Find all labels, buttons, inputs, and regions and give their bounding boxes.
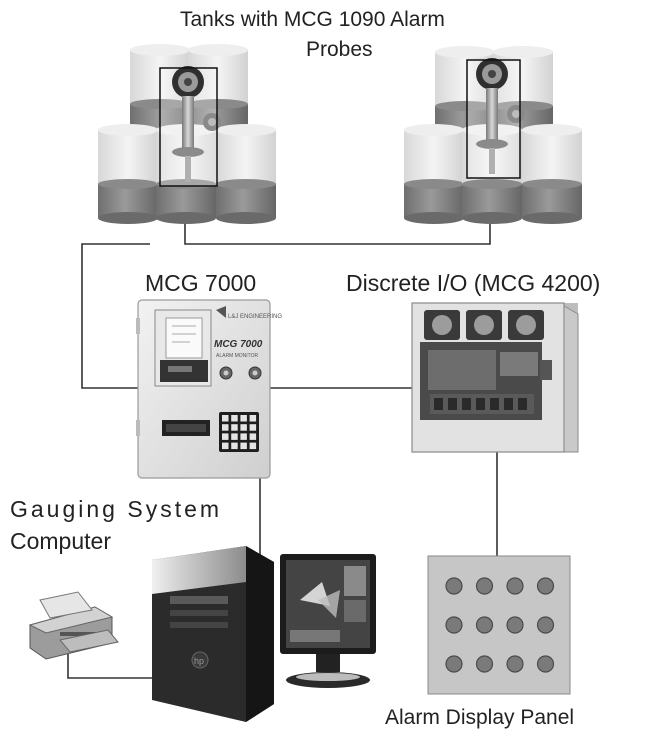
keypad-key [231, 442, 238, 450]
alarm-lamp-icon [445, 616, 463, 634]
probe-highlight-box [159, 67, 218, 187]
circuit-chip [504, 398, 513, 410]
alarm-display-panel [427, 555, 571, 695]
left-tank-cluster [98, 44, 276, 224]
keypad-key [249, 433, 257, 440]
circuit-chip [462, 398, 471, 410]
alarm-lamp-icon [506, 655, 524, 673]
keypad-key [240, 433, 247, 440]
alarm-lamp-icon [475, 655, 494, 673]
alarm-lamp-icon [536, 655, 555, 673]
keypad-key [249, 424, 257, 431]
circuit-chip [476, 398, 485, 410]
keypad-key [231, 433, 238, 440]
keypad [219, 412, 259, 452]
alarm-lamp-icon [475, 577, 494, 595]
terminal-blocks [424, 310, 544, 340]
tank [404, 124, 464, 224]
keypad-key [249, 442, 257, 450]
circuit-chip [490, 398, 499, 410]
alarm-lamp-icon [445, 655, 463, 673]
keypad-key [240, 424, 247, 431]
alarm-lamp-icon [475, 616, 494, 634]
keypad-key [240, 442, 247, 450]
keypad-key [222, 415, 229, 422]
printer [28, 591, 119, 660]
tanks-to-mcg7000-line [81, 243, 150, 389]
tanks-title-line2: Probes [306, 38, 373, 61]
alarm-lamp-icon [445, 577, 463, 595]
svg-text:hp: hp [194, 656, 204, 666]
computer-label: Computer [10, 528, 111, 554]
dio-enclosure [411, 302, 579, 453]
right-tank-cluster [404, 46, 582, 224]
model-text: MCG 7000 [214, 339, 263, 350]
brand-text: L&J ENGINEERING [228, 314, 282, 320]
model-sub-text: ALARM MONITOR [216, 353, 259, 359]
circuit-chip [518, 398, 527, 410]
keypad-key [222, 424, 229, 431]
keypad-key [222, 442, 229, 450]
tank [522, 124, 582, 224]
circuit-chip [434, 398, 443, 410]
connection-lines [67, 220, 498, 679]
circuit-chip [448, 398, 457, 410]
monitor [280, 554, 376, 688]
keypad-key [249, 415, 257, 422]
alarm-lamp-icon [536, 577, 555, 595]
keypad-key [222, 433, 229, 440]
gauging-system-label: Gauging System [10, 496, 223, 522]
tank [98, 124, 158, 224]
tanks-title-line1: Tanks with MCG 1090 Alarm [180, 8, 445, 31]
alarm-lamp-icon [506, 577, 524, 595]
mcg7000-label: MCG 7000 [145, 270, 257, 296]
alarm-lamp-icon [536, 616, 555, 634]
discrete-io-label: Discrete I/O (MCG 4200) [346, 270, 601, 296]
alarm-display-panel-label: Alarm Display Panel [385, 706, 575, 729]
printer-to-computer-line [67, 650, 160, 679]
tank [216, 124, 276, 224]
mcg7000-enclosure: L&J ENGINEERING MCG 7000 ALARM MONITOR [136, 299, 282, 479]
tank-bus-line [184, 220, 491, 245]
keypad-key [240, 415, 247, 422]
keypad-key [231, 415, 238, 422]
probe-highlight-box [466, 59, 521, 179]
computer-tower: hp [152, 546, 274, 722]
alarm-lamp-icon [506, 616, 524, 634]
keypad-key [231, 424, 238, 431]
